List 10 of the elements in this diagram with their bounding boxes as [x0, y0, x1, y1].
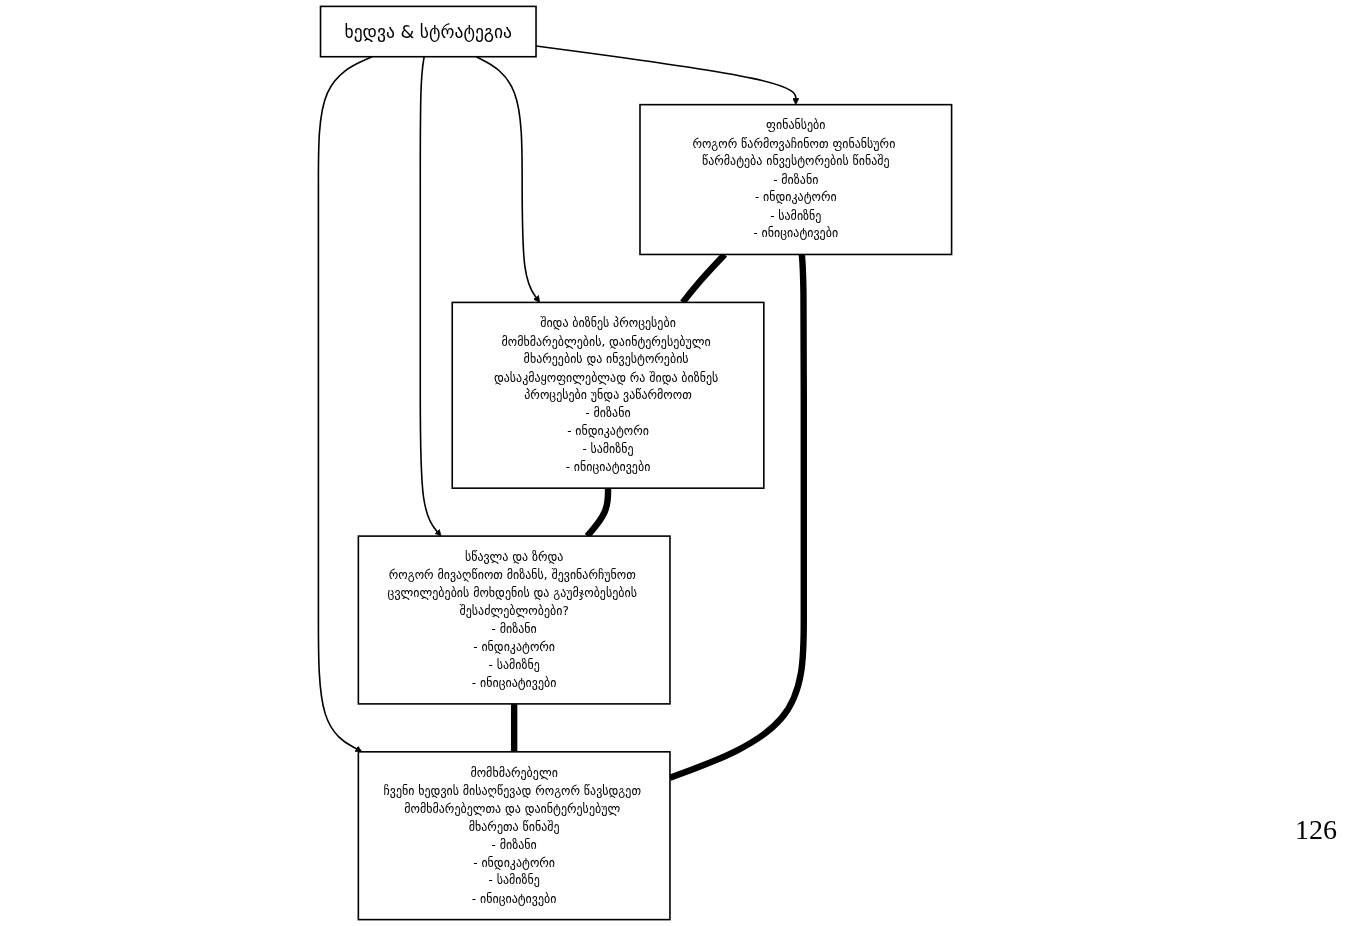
node-box: მომხმარებელი ჩვენი ხედვის მისაღწევად როგორ წავსდგეთ მომხმარებელთა და დაინტერესებულ მხარეთა წინაშე - მიზანი - ინდიკატორი - სამიზნე - ინიციატივები [357, 751, 671, 921]
arrow [419, 55, 442, 537]
arrow [475, 55, 541, 303]
node-box: ფინანსები როგორ წარმოვაჩინოთ ფინანსური წარმატება ინვესტორების წინაშე - მიზანი - ინდიკატორი - სამიზნე - ინიციატივები [639, 103, 953, 256]
node-box: ხედვა & სტრატეგია [319, 5, 537, 58]
page-number: 126 [1295, 814, 1337, 846]
node-box: სწავლა და ზრდა როგორ მივაღწიოთ მიზანს, შევინარჩუნოთ ცვლილებების მოხდენის და გაუმჯობესების შესაძლებლობები? - მიზანი - ინდიკატორი - სამიზნე - ინიციატივები [357, 535, 671, 705]
node-box: შიდა ბიზნეს პროცესები მომხმარებლების, დაინტერესებული მხარეების და ინვესტორების დასაკმაყოფილებლად რა შიდა ბიზნეს პროცესები უნდა ვაწარმოოთ - მიზანი - ინდიკატორი - სამიზნე - ინიციატივები [451, 301, 765, 489]
connector [510, 703, 518, 752]
arrow [317, 55, 373, 753]
